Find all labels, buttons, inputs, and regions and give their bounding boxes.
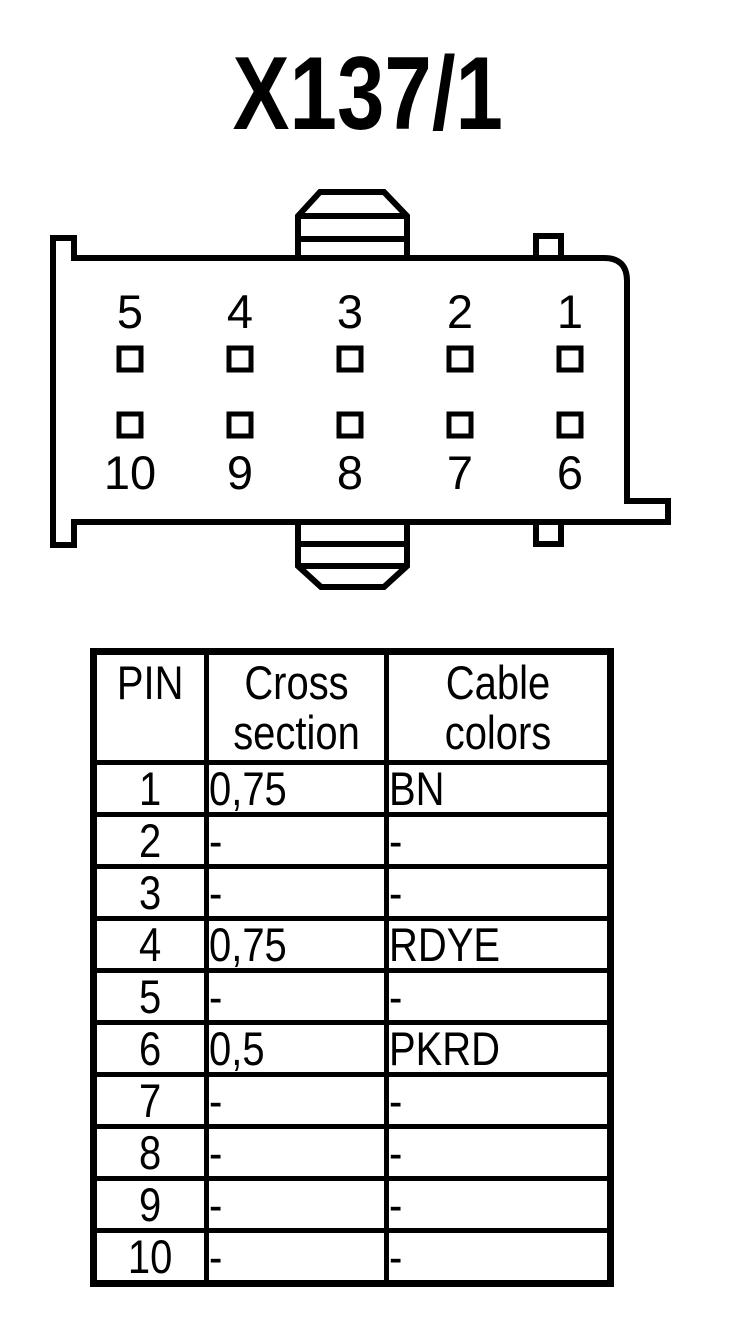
- pin-label-4: 4: [227, 285, 253, 338]
- pin-label-5: 5: [117, 285, 143, 338]
- table-row: 3 - -: [91, 864, 613, 921]
- cell-pin: 8: [91, 1124, 209, 1181]
- pin-label-7: 7: [447, 446, 473, 499]
- cell-cable-color: RDYE: [384, 916, 613, 973]
- table-row: 8 - -: [91, 1124, 613, 1181]
- table-row: 9 - -: [91, 1176, 613, 1233]
- cell-cross-section: -: [204, 1176, 389, 1233]
- table-row: 7 - -: [91, 1072, 613, 1129]
- top-latch: [295, 189, 410, 258]
- pin-label-9: 9: [227, 446, 253, 499]
- pin-label-3: 3: [337, 285, 363, 338]
- cell-cable-color: -: [384, 1176, 613, 1233]
- cell-cross-section: -: [204, 1072, 389, 1129]
- cell-cross-section: 0,5: [204, 1020, 389, 1077]
- table-row: 5 - -: [91, 968, 613, 1025]
- cell-cross-section: -: [204, 1124, 389, 1181]
- cell-pin: 1: [91, 760, 209, 817]
- cell-cable-color: -: [384, 1072, 613, 1129]
- cell-pin: 7: [91, 1072, 209, 1129]
- table-row: 4 0,75 RDYE: [91, 916, 613, 973]
- cell-pin: 5: [91, 968, 209, 1025]
- pin-square-1: [556, 345, 584, 373]
- pin-square-9: [226, 411, 254, 439]
- pin-square-6: [556, 411, 584, 439]
- cell-cable-color: -: [384, 1228, 613, 1286]
- pin-square-3: [336, 345, 364, 373]
- bottom-latch: [295, 522, 410, 590]
- table-header-row: PIN Cross section Cable colors: [91, 649, 613, 765]
- column-header-cable-colors: Cable colors: [384, 649, 613, 765]
- cell-cable-color: PKRD: [384, 1020, 613, 1077]
- cell-pin: 2: [91, 812, 209, 869]
- pin-square-8: [336, 411, 364, 439]
- pin-square-10: [116, 411, 144, 439]
- column-header-pin: PIN: [91, 649, 209, 765]
- connector-outline: [50, 235, 671, 548]
- connector-diagram: 5 4 3 2 1 10 9 8 7 6: [50, 189, 671, 590]
- pinout-table: PIN Cross section Cable colors 1 0,75 BN…: [90, 648, 614, 1287]
- pin-label-6: 6: [557, 446, 583, 499]
- cell-cable-color: BN: [384, 760, 613, 817]
- top-right-index-tab: [533, 233, 564, 258]
- pin-square-2: [446, 345, 474, 373]
- cell-pin: 10: [91, 1228, 209, 1286]
- cell-cross-section: 0,75: [204, 916, 389, 973]
- cell-pin: 4: [91, 916, 209, 973]
- cell-cross-section: -: [204, 1228, 389, 1286]
- table-row: 2 - -: [91, 812, 613, 869]
- pin-square-4: [226, 345, 254, 373]
- table-row: 6 0,5 PKRD: [91, 1020, 613, 1077]
- pin-square-7: [446, 411, 474, 439]
- cell-cable-color: -: [384, 864, 613, 921]
- cell-cross-section: -: [204, 864, 389, 921]
- column-header-cross-section: Cross section: [204, 649, 389, 765]
- bottom-right-index-tab: [533, 522, 564, 547]
- cell-cable-color: -: [384, 968, 613, 1025]
- cell-pin: 3: [91, 864, 209, 921]
- pin-label-10: 10: [104, 446, 156, 499]
- pin-label-1: 1: [557, 285, 583, 338]
- table-row: 10 - -: [91, 1228, 613, 1286]
- pin-square-5: [116, 345, 144, 373]
- cell-cross-section: 0,75: [204, 760, 389, 817]
- cell-cable-color: -: [384, 1124, 613, 1181]
- pin-label-2: 2: [447, 285, 473, 338]
- table-row: 1 0,75 BN: [91, 760, 613, 817]
- connector-id-label: X137/1: [232, 36, 504, 152]
- cell-cross-section: -: [204, 968, 389, 1025]
- cell-pin: 9: [91, 1176, 209, 1233]
- page-title: X137/1: [0, 42, 736, 146]
- cell-cross-section: -: [204, 812, 389, 869]
- pin-label-8: 8: [337, 446, 363, 499]
- cell-cable-color: -: [384, 812, 613, 869]
- cell-pin: 6: [91, 1020, 209, 1077]
